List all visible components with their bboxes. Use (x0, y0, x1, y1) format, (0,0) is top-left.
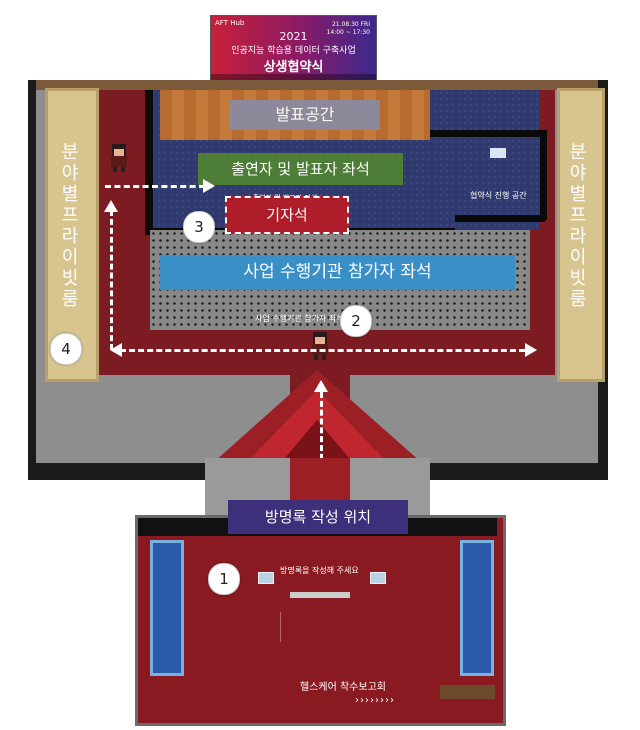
arrow-head-right (203, 179, 215, 193)
marker-1: 1 (208, 563, 240, 595)
press-seats-label[interactable]: 기자석 (225, 196, 349, 234)
direction-chevrons: ›››››››› (355, 695, 395, 706)
agreement-table (490, 148, 506, 158)
marker-3: 3 (183, 211, 215, 243)
performer-seats-label[interactable]: 출연자 및 발표자 좌석 (198, 153, 403, 185)
agreement-space-label: 협약식 진행 공간 (470, 191, 527, 200)
dashed-arrow-left-vertical (110, 210, 113, 350)
agreement-right-wall (540, 130, 547, 220)
guestbook-desk-right[interactable] (370, 572, 386, 584)
lobby-left-rug (150, 540, 184, 676)
lobby-notice (280, 612, 391, 642)
arrow-head-up (104, 200, 118, 212)
marker-2: 2 (340, 305, 372, 337)
right-private-room[interactable] (557, 88, 605, 382)
lobby-bench-lower (440, 685, 495, 699)
guestbook-desk-left[interactable] (258, 572, 274, 584)
healthcare-label: 헬스케어 착수보고회 (300, 682, 386, 693)
participant-small-label: 사업 수행기관 참가자 좌석 (255, 314, 344, 323)
banner-year: 2021 (279, 30, 308, 43)
stage-left-wall (145, 90, 153, 235)
event-banner: AFT Hub 21.08.30 FRI 14:00 ~ 17:30 2021 … (210, 15, 377, 87)
guestbook-label[interactable]: 방명록 작성 위치 (228, 500, 408, 534)
lobby-bench (290, 592, 350, 598)
participant-seats-label[interactable]: 사업 수행기관 참가자 좌석 (160, 255, 515, 290)
dashed-arrow-cross (120, 349, 525, 352)
banner-subtitle: 인공지능 학습용 데이터 구축사업 (231, 46, 356, 56)
arrow-head-right (525, 343, 537, 357)
avatar-character[interactable] (108, 142, 130, 172)
arrow-head-left (110, 343, 122, 357)
lobby-right-rug (460, 540, 494, 676)
agreement-bottom-wall (455, 215, 545, 222)
banner-title: 상생협약식 (263, 60, 324, 75)
marker-4: 4 (50, 333, 82, 365)
hall-top-wall (36, 80, 598, 90)
dashed-arrow-to-performers (105, 185, 205, 188)
left-private-room[interactable] (45, 88, 99, 382)
agreement-top-wall (430, 130, 540, 137)
guestbook-prompt: 방명록을 작성해 주세요 (280, 566, 359, 575)
banner-date: 21.08.30 FRI 14:00 ~ 17:30 (326, 21, 370, 36)
arrow-head-up (314, 380, 328, 392)
avatar-character[interactable] (309, 330, 331, 360)
left-aisle-carpet (95, 90, 150, 375)
banner-logo: AFT Hub (215, 19, 245, 27)
stage-label[interactable]: 발표공간 (230, 100, 380, 130)
